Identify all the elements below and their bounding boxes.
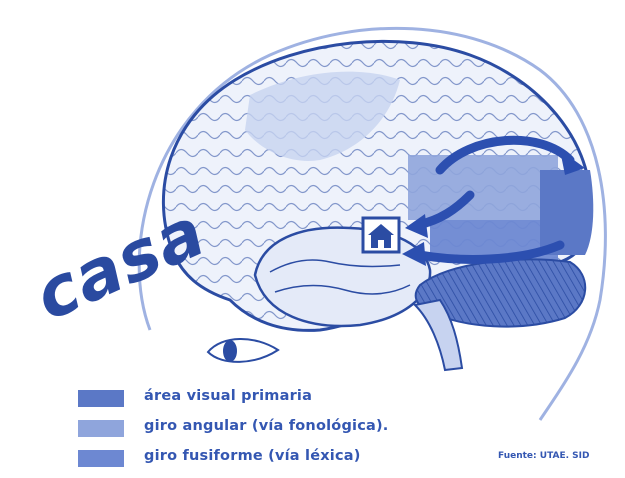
- legend: área visual primaria giro angular (vía f…: [78, 384, 438, 474]
- legend-item-fusiform-gyrus: giro fusiforme (vía léxica): [78, 448, 438, 470]
- temporal-lobe: [255, 228, 430, 326]
- legend-item-angular-gyrus: giro angular (vía fonológica).: [78, 418, 438, 440]
- legend-label: giro angular (vía fonológica).: [144, 418, 389, 434]
- eye-icon: [208, 339, 278, 362]
- legend-swatch: [78, 450, 124, 467]
- legend-label: área visual primaria: [144, 388, 312, 404]
- source-credit: Fuente: UTAE. SID: [498, 451, 589, 461]
- legend-label: giro fusiforme (vía léxica): [144, 448, 361, 464]
- house-icon: [363, 218, 399, 252]
- legend-swatch: [78, 420, 124, 437]
- primary-visual-area: [540, 170, 593, 255]
- legend-swatch: [78, 390, 124, 407]
- legend-item-primary-visual: área visual primaria: [78, 388, 438, 410]
- angular-gyrus: [408, 155, 558, 220]
